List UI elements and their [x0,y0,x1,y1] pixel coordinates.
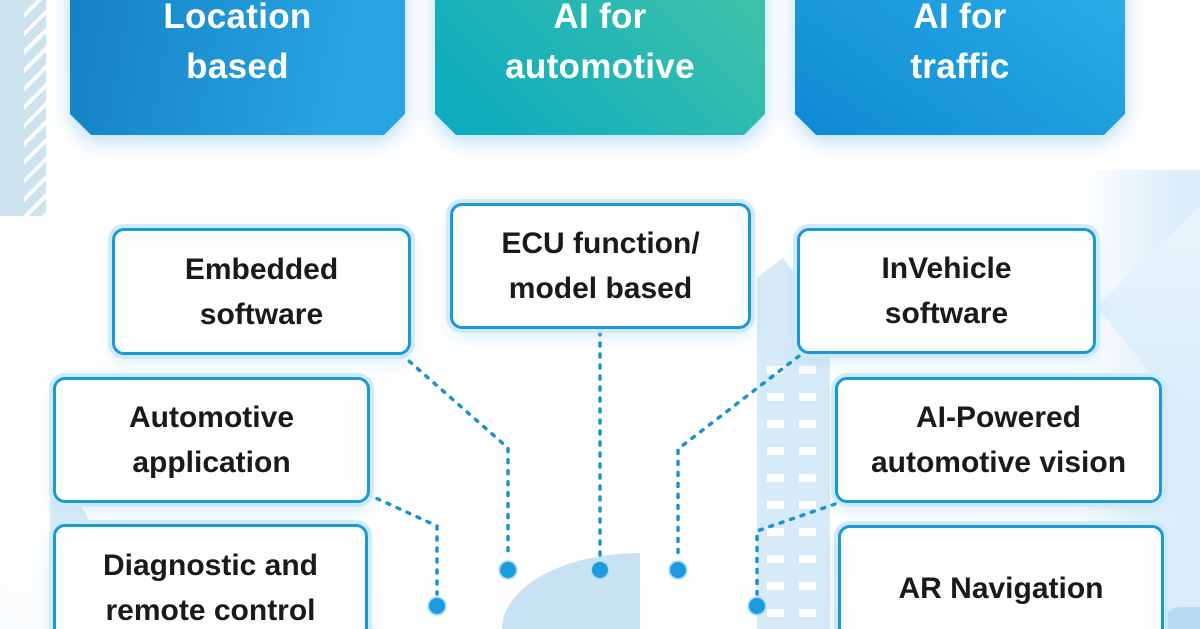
connector-line-embedded-software [399,352,510,560]
node-ar-navigation: AR Navigation [838,525,1164,629]
skyline-corner-curve [1160,607,1200,629]
connector-dot-invehicle-software [668,560,688,580]
building-windows [767,366,784,629]
node-diagnostic-remote-control: Diagnostic and remote control [53,524,368,629]
header-ai-for-traffic: AI for traffic [795,0,1125,135]
connector-line-invehicle-software [676,354,801,560]
header-ai-for-traffic-label: AI for traffic [795,0,1125,135]
header-location-based: Location based [70,0,405,135]
connector-dot-ecu-function-model-based [590,560,610,580]
node-automotive-application: Automotive application [53,377,370,503]
connector-dot-ai-powered-automotive-vision [747,596,767,616]
connector-dot-embedded-software [498,560,518,580]
header-ai-for-automotive: AI for automotive [435,0,765,135]
node-ai-powered-automotive-vision: AI-Powered automotive vision [835,377,1162,503]
skyline-mid-building [757,258,830,629]
connector-line-automotive-application [365,492,439,596]
connector-line-ai-powered-automotive-vision [755,502,837,596]
building-windows [799,366,816,629]
skyline-left-building [0,0,46,216]
header-ai-for-automotive-label: AI for automotive [435,0,765,135]
header-location-based-label: Location based [70,0,405,135]
node-ecu-function-model: ECU function/ model based [450,203,751,329]
node-invehicle-software: InVehicle software [797,228,1096,354]
node-embedded-software: Embedded software [112,228,411,355]
connector-dot-automotive-application [427,596,447,616]
